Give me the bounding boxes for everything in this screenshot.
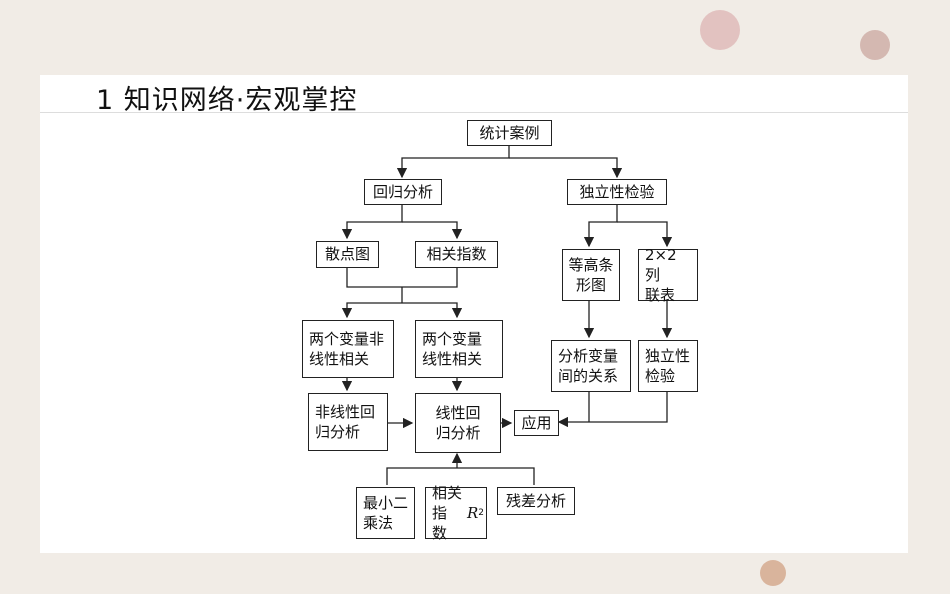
node-residual-analysis: 残差分析 bbox=[497, 487, 575, 515]
r-symbol: R bbox=[466, 503, 479, 522]
node-linear-correlation: 两个变量 线性相关 bbox=[415, 320, 503, 378]
node-independence-test: 独立性检验 bbox=[567, 179, 667, 205]
background-blossom-top-right-2 bbox=[860, 30, 890, 60]
node-nonlinear-correlation: 两个变量非 线性相关 bbox=[302, 320, 394, 378]
corr-index-r2-text: 相关指 数 bbox=[432, 483, 463, 543]
slide-title: 1 知识网络·宏观掌控 bbox=[96, 85, 358, 116]
node-bar-chart: 等高条 形图 bbox=[562, 249, 620, 301]
background-blossom-top-right bbox=[700, 10, 740, 50]
node-correlation-index: 相关指数 bbox=[415, 241, 498, 268]
node-application: 应用 bbox=[514, 410, 559, 436]
node-scatter-plot: 散点图 bbox=[316, 241, 379, 268]
node-analyze-variable-relation: 分析变量 间的关系 bbox=[551, 340, 631, 392]
node-least-squares: 最小二 乘法 bbox=[356, 487, 415, 539]
node-linear-regression: 线性回 归分析 bbox=[415, 393, 501, 453]
node-regression-analysis: 回归分析 bbox=[364, 179, 442, 205]
node-independence-test-step: 独立性 检验 bbox=[638, 340, 698, 392]
node-nonlinear-regression: 非线性回 归分析 bbox=[308, 393, 388, 451]
r-exponent: 2 bbox=[478, 507, 484, 518]
background-blossom-bottom bbox=[760, 560, 786, 586]
node-statistics-cases: 统计案例 bbox=[467, 120, 552, 146]
content-panel bbox=[40, 75, 908, 553]
node-contingency-table: 2×2 列 联表 bbox=[638, 246, 698, 304]
title-divider bbox=[40, 112, 908, 113]
